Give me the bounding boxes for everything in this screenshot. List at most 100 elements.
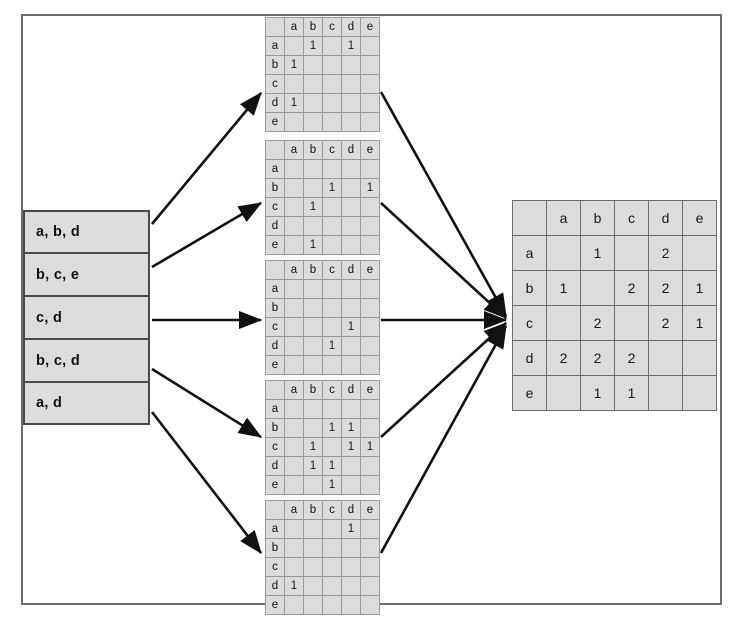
aggregate-cell-cb: 2 bbox=[580, 305, 615, 341]
matrix-row-header-b: b bbox=[265, 298, 285, 318]
matrix-row: e bbox=[265, 112, 380, 132]
aggregate-cell-bb bbox=[580, 270, 615, 306]
matrix-col-header-d: d bbox=[341, 140, 361, 160]
matrix-cell-dd bbox=[341, 576, 361, 596]
matrix-cell-cc bbox=[322, 197, 342, 217]
matrix-corner-cell bbox=[265, 500, 285, 520]
aggregate-cell-ee bbox=[682, 375, 717, 411]
matrix-cell-ee bbox=[360, 235, 380, 255]
matrix-cell-ae bbox=[360, 279, 380, 299]
matrix-cell-ac bbox=[322, 519, 342, 539]
matrix-cell-eb bbox=[303, 595, 323, 615]
matrix-cell-ad bbox=[341, 279, 361, 299]
matrix-col-header-c: c bbox=[322, 260, 342, 280]
matrix-cell-bc bbox=[322, 298, 342, 318]
matrix-cell-ae bbox=[360, 519, 380, 539]
matrix-cell-db: 1 bbox=[303, 456, 323, 476]
matrix-cell-db bbox=[303, 336, 323, 356]
aggregate-row-header-d: d bbox=[512, 340, 547, 376]
aggregate-row-header-e: e bbox=[512, 375, 547, 411]
matrix-cell-bc: 1 bbox=[322, 178, 342, 198]
matrix-cell-cb bbox=[303, 317, 323, 337]
matrix-cell-bd bbox=[341, 178, 361, 198]
transaction-box-3[interactable]: c, d bbox=[23, 296, 150, 339]
matrix-col-header-a: a bbox=[284, 380, 304, 400]
matrix-cell-ce bbox=[360, 197, 380, 217]
matrix-cell-ea bbox=[284, 595, 304, 615]
matrix-cell-cd: 1 bbox=[341, 437, 361, 457]
aggregate-cell-cd: 2 bbox=[648, 305, 683, 341]
aggregate-cell-ab: 1 bbox=[580, 235, 615, 271]
transaction-box-2[interactable]: b, c, e bbox=[23, 253, 150, 296]
matrix-cell-ed bbox=[341, 475, 361, 495]
matrix-row-header-b: b bbox=[265, 55, 285, 75]
matrix-cell-bd bbox=[341, 55, 361, 75]
matrix-cell-cb: 1 bbox=[303, 437, 323, 457]
matrix-cell-ab: 1 bbox=[303, 36, 323, 56]
matrix-cell-ec bbox=[322, 595, 342, 615]
aggregate-cell-ea bbox=[546, 375, 581, 411]
matrix-cell-ed bbox=[341, 235, 361, 255]
matrix-cell-ba bbox=[284, 418, 304, 438]
matrix-cell-cc bbox=[322, 74, 342, 94]
matrix-cell-cd bbox=[341, 197, 361, 217]
transaction-box-4[interactable]: b, c, d bbox=[23, 339, 150, 382]
matrix-cell-cb bbox=[303, 74, 323, 94]
matrix-cell-bb bbox=[303, 178, 323, 198]
aggregate-cell-ce: 1 bbox=[682, 305, 717, 341]
transaction-box-1[interactable]: a, b, d bbox=[23, 210, 150, 253]
matrix-cell-ce bbox=[360, 74, 380, 94]
matrix-cell-ab bbox=[303, 279, 323, 299]
matrix-cell-ab bbox=[303, 159, 323, 179]
aggregate-cell-bc: 2 bbox=[614, 270, 649, 306]
matrix-row-header-d: d bbox=[265, 336, 285, 356]
matrix-cell-db bbox=[303, 216, 323, 236]
matrix-cell-be: 1 bbox=[360, 178, 380, 198]
matrix-cell-cc bbox=[322, 317, 342, 337]
matrix-col-header-b: b bbox=[303, 500, 323, 520]
matrix-cell-db bbox=[303, 576, 323, 596]
aggregate-cell-ae bbox=[682, 235, 717, 271]
matrix-cell-da bbox=[284, 336, 304, 356]
matrix-cell-ea bbox=[284, 475, 304, 495]
aggregate-col-header-d: d bbox=[648, 200, 683, 236]
matrix-cell-ca bbox=[284, 437, 304, 457]
matrix-cell-dd bbox=[341, 456, 361, 476]
matrix-col-header-b: b bbox=[303, 260, 323, 280]
matrix-col-header-a: a bbox=[284, 260, 304, 280]
matrix-row-header-c: c bbox=[265, 317, 285, 337]
matrix-cell-eb: 1 bbox=[303, 235, 323, 255]
matrix-cell-bb bbox=[303, 538, 323, 558]
matrix-col-header-a: a bbox=[284, 500, 304, 520]
matrix-cell-cd: 1 bbox=[341, 317, 361, 337]
transaction-label-3: c, d bbox=[36, 309, 63, 326]
aggregate-row-header-b: b bbox=[512, 270, 547, 306]
matrix-cell-aa bbox=[284, 519, 304, 539]
matrix-row-header-e: e bbox=[265, 355, 285, 375]
matrix-corner-cell bbox=[265, 380, 285, 400]
matrix-row-header-b: b bbox=[265, 178, 285, 198]
aggregate-cell-aa bbox=[546, 235, 581, 271]
matrix-cell-bc bbox=[322, 538, 342, 558]
matrix-cell-dc: 1 bbox=[322, 336, 342, 356]
matrix-cell-bb bbox=[303, 55, 323, 75]
transaction-box-5[interactable]: a, d bbox=[23, 382, 150, 425]
matrix-cell-ac bbox=[322, 279, 342, 299]
matrix-cell-ce bbox=[360, 317, 380, 337]
aggregate-cell-db: 2 bbox=[580, 340, 615, 376]
matrix-cell-dd bbox=[341, 336, 361, 356]
matrix-corner-cell bbox=[265, 17, 285, 37]
